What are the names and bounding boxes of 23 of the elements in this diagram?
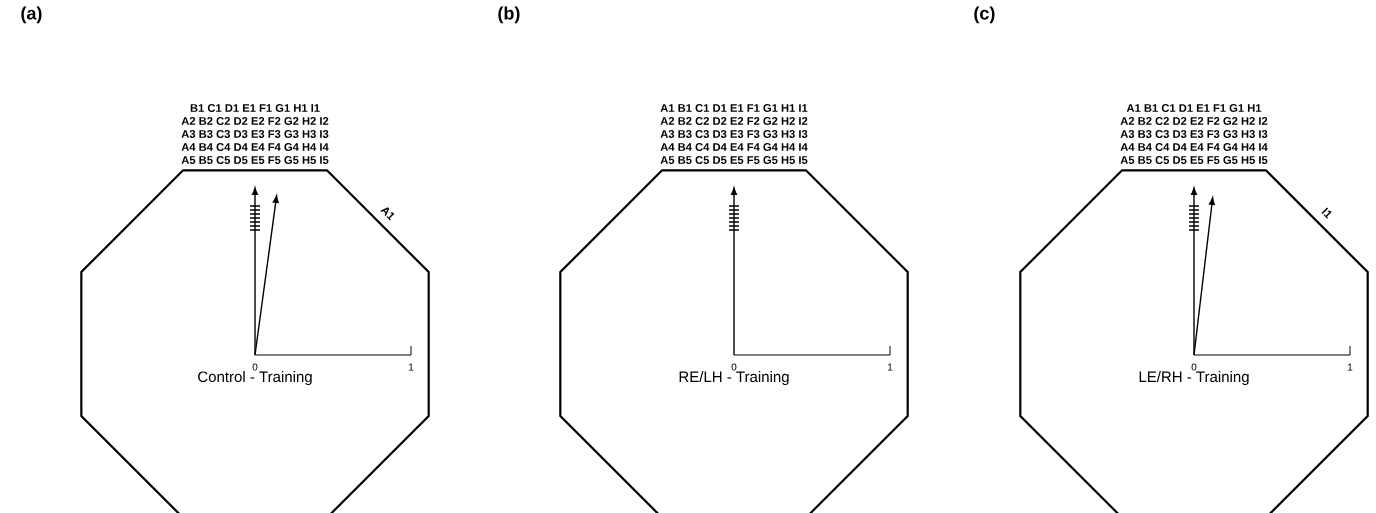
grid-text: A2 B2 C2 D2 E2 F2 G2 H2 I2 bbox=[181, 117, 329, 125]
grid-text: A4 B4 C4 D4 E4 F4 G4 H4 I4 bbox=[181, 143, 329, 151]
axis-label: 0 bbox=[252, 363, 258, 371]
grid-text: A2 B2 C2 D2 E2 F2 G2 H2 I2 bbox=[1120, 117, 1268, 125]
axis-label: 1 bbox=[888, 363, 893, 371]
axis-label: 0 bbox=[1191, 363, 1197, 371]
axis-label: 0 bbox=[731, 363, 737, 371]
grid-text: A3 B3 C3 D3 E3 F3 G3 H3 I3 bbox=[660, 130, 808, 138]
grid-text: A2 B2 C2 D2 E2 F2 G2 H2 I2 bbox=[660, 117, 808, 125]
panel-label: (c) bbox=[974, 6, 995, 24]
grid-text: A1 B1 C1 D1 E1 F1 G1 H1 I1 bbox=[660, 104, 808, 112]
side-label: I1 bbox=[1321, 207, 1332, 219]
axis-label: 1 bbox=[1347, 363, 1353, 371]
side-label: A1 bbox=[380, 207, 395, 221]
grid-text: B1 C1 D1 E1 F1 G1 H1 I1 bbox=[190, 104, 320, 112]
grid-text: A3 B3 C3 D3 E3 F3 G3 H3 I3 bbox=[1120, 130, 1268, 138]
grid-text: A4 B4 C4 D4 E4 F4 G4 H4 I4 bbox=[1120, 143, 1268, 151]
panel-label: (b) bbox=[498, 6, 520, 24]
axis-label: 1 bbox=[409, 363, 414, 371]
grid-text: A3 B3 C3 D3 E3 F3 G3 H3 I3 bbox=[181, 130, 329, 138]
grid-text: A4 B4 C4 D4 E4 F4 G4 H4 I4 bbox=[660, 143, 808, 151]
grid-text: A1 B1 C1 D1 E1 F1 G1 H1 bbox=[1126, 104, 1262, 112]
panel-label: (a) bbox=[21, 6, 42, 24]
